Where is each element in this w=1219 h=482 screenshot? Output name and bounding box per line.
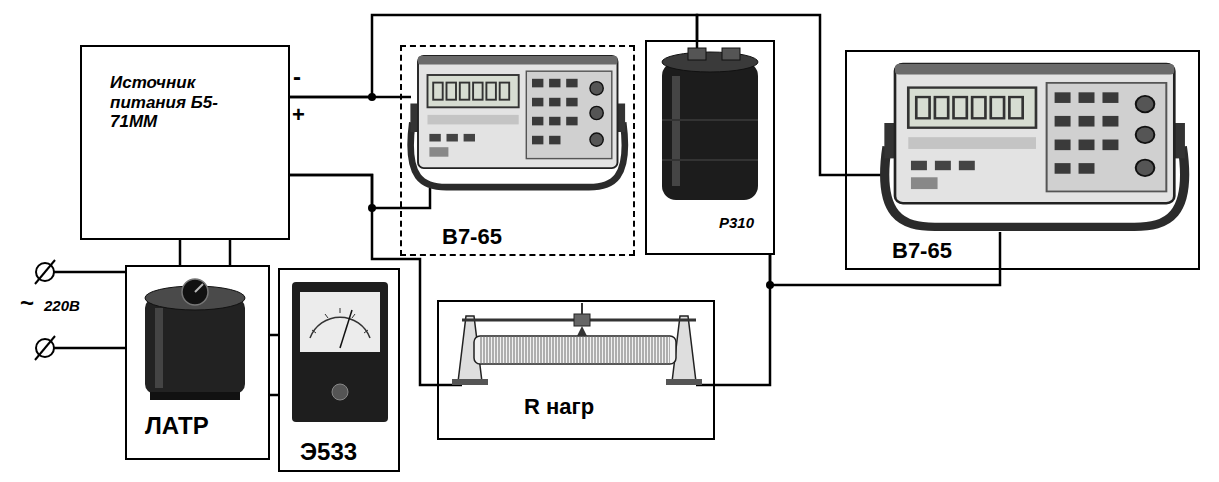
shunt-box: Р310 xyxy=(645,40,775,255)
terminal-sign: - xyxy=(293,64,301,90)
device-label: Р310 xyxy=(719,214,754,231)
mains-terminal xyxy=(35,260,55,284)
shunt-drawing xyxy=(672,76,680,186)
wire xyxy=(770,255,1000,285)
wire xyxy=(697,15,845,175)
autotransformer-drawing xyxy=(145,298,245,394)
autotransformer-box: ЛАТР xyxy=(125,265,270,460)
junction-dot xyxy=(368,93,376,101)
autotransformer-drawing xyxy=(182,279,208,305)
device-label: ЛАТР xyxy=(145,412,209,440)
mains-wire xyxy=(54,271,125,274)
shunt-drawing xyxy=(722,48,740,60)
wire xyxy=(715,255,770,385)
device-label: Источник питания Б5-71ММ xyxy=(110,73,250,132)
meter-lead xyxy=(845,174,886,177)
ammeter-drawing xyxy=(332,384,348,400)
wire xyxy=(179,240,182,265)
shunt-drawing xyxy=(662,159,758,161)
rheostat-drawing xyxy=(437,303,715,385)
load-resistor-box: R нагр xyxy=(437,300,715,440)
shunt-drawing xyxy=(662,62,758,200)
mains-wire xyxy=(54,347,125,350)
rheostat-drawing xyxy=(581,303,583,314)
rheostat-drawing xyxy=(480,336,670,364)
rheostat-drawing xyxy=(574,314,590,326)
rheostat-drawing xyxy=(452,379,488,385)
meter-lead xyxy=(400,188,430,208)
mains-terminal xyxy=(35,336,55,360)
ammeter-drawing xyxy=(292,282,388,422)
shunt-drawing xyxy=(688,48,706,60)
power-supply-box: Источник питания Б5-71ММ xyxy=(80,45,290,240)
junction-dot xyxy=(368,93,774,289)
terminal-sign: + xyxy=(292,103,305,127)
autotransformer-drawing xyxy=(155,308,163,388)
junction-dot xyxy=(368,204,376,212)
wire xyxy=(270,394,278,397)
wire xyxy=(290,175,400,208)
ammeter-drawing xyxy=(364,330,368,333)
device-label: В7-65 xyxy=(442,224,502,249)
rheostat-drawing xyxy=(577,326,587,336)
ammeter-box: Э533 xyxy=(278,268,400,472)
wire xyxy=(229,240,232,265)
ammeter-drawing xyxy=(300,292,380,352)
ammeter-drawing xyxy=(340,308,341,313)
device-label: Э533 xyxy=(300,438,357,466)
rheostat-drawing xyxy=(666,379,702,385)
ammeter-drawing xyxy=(312,330,316,333)
device-label: В7-65 xyxy=(892,238,952,263)
voltage-label: 220В xyxy=(44,298,80,315)
voltmeter-box: В7-65 xyxy=(400,45,635,256)
voltmeter-drawing xyxy=(884,64,1185,227)
junction-dot xyxy=(766,281,774,289)
shunt-drawing xyxy=(662,40,758,200)
wire xyxy=(270,334,278,337)
shunt-drawing xyxy=(662,119,758,121)
wire xyxy=(290,15,697,97)
ac-symbol: ~ xyxy=(20,290,34,316)
device-label: R нагр xyxy=(524,394,594,419)
meter-lead xyxy=(999,232,1002,270)
voltmeter-drawing xyxy=(410,56,625,187)
wire xyxy=(290,175,437,385)
ammeter-drawing xyxy=(352,314,355,318)
shunt-drawing xyxy=(662,52,758,72)
autotransformer-drawing xyxy=(150,392,240,400)
autotransformer-drawing xyxy=(195,284,203,292)
ammeter-drawing xyxy=(325,314,328,318)
autotransformer-drawing xyxy=(145,279,245,400)
rheostat-drawing xyxy=(474,336,676,364)
voltmeter-box: В7-65 xyxy=(845,50,1200,270)
ammeter-drawing xyxy=(340,310,352,348)
ammeter-drawing xyxy=(310,317,370,338)
ammeter-drawing xyxy=(292,282,388,422)
